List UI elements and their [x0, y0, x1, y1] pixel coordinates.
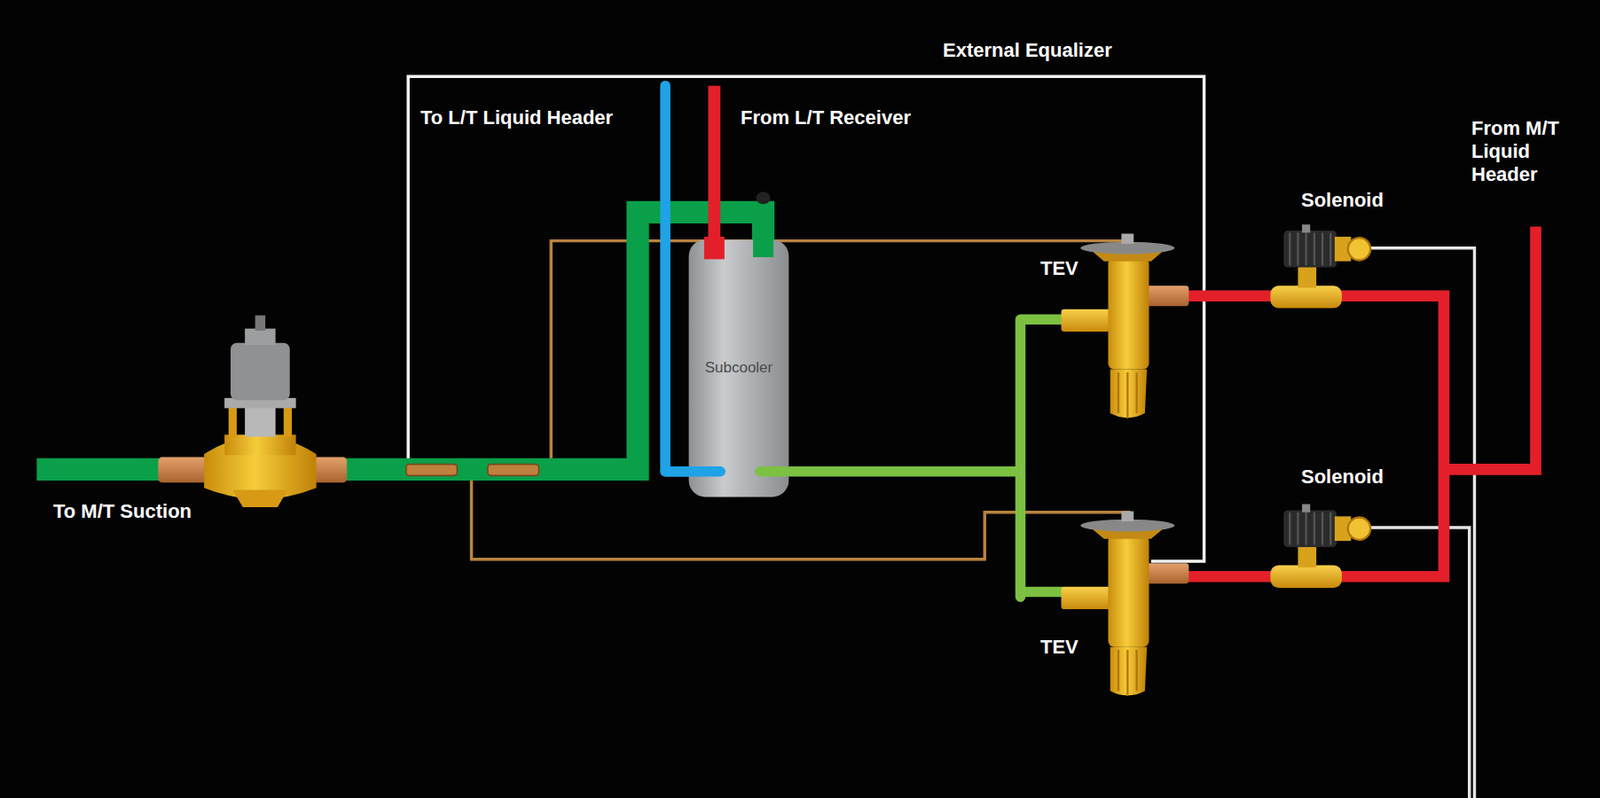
component-label: Solenoid	[1299, 465, 1386, 489]
coil-rib	[1296, 512, 1299, 546]
coil-rib	[1288, 512, 1291, 546]
pipe-part	[1107, 534, 1149, 648]
pipe-part	[1283, 230, 1337, 267]
pipe-part	[244, 329, 276, 346]
pipe-part	[665, 466, 721, 478]
pipe-part	[1061, 587, 1111, 610]
pipe-part	[1121, 511, 1134, 523]
vessel-node: Subcooler	[689, 239, 790, 497]
pipe-part	[406, 464, 458, 477]
pipe-part	[487, 464, 540, 477]
pipe-part	[1283, 509, 1337, 547]
expansion-valve	[1061, 511, 1190, 697]
pipe-part	[1061, 309, 1111, 332]
pipe-part	[1270, 285, 1342, 308]
expansion-valve	[1061, 234, 1190, 419]
pipe-part	[244, 404, 276, 438]
coil-rib	[1305, 512, 1308, 546]
pipe-part	[228, 404, 237, 438]
pipe-part	[1301, 224, 1310, 233]
pipe-part	[1443, 226, 1537, 470]
pipe-part	[283, 404, 292, 438]
coil-rib	[1313, 232, 1316, 266]
pipe-part	[1367, 248, 1475, 798]
coil-rib	[1288, 232, 1291, 266]
pipe-part	[1184, 296, 1444, 577]
pipe-part	[157, 457, 207, 484]
capillary-tube	[471, 241, 1131, 560]
lt-liquid-in-line	[707, 86, 721, 261]
solenoid-wire	[1367, 248, 1475, 798]
suction-line	[36, 211, 763, 470]
coil-rib	[1321, 512, 1324, 546]
pipe-part	[407, 76, 1204, 562]
subcooler-feed-line	[760, 319, 1064, 597]
pipe-part	[1348, 237, 1371, 260]
pipe-part	[1107, 257, 1149, 370]
coil-rib	[1329, 512, 1332, 546]
pipe-part	[1110, 369, 1147, 419]
mt-liquid-line	[1184, 226, 1537, 577]
pipe-part	[1289, 512, 1331, 546]
pipe-part	[255, 315, 267, 331]
vessel-label: Subcooler	[705, 359, 774, 377]
pipe-part	[689, 239, 790, 497]
pipe-part	[1289, 232, 1331, 266]
coil-rib	[1296, 232, 1299, 266]
pipe-part	[1348, 517, 1371, 541]
pipe-part	[1118, 372, 1138, 419]
pipe-part	[1110, 647, 1147, 697]
solenoid-valve	[1270, 504, 1371, 589]
pressure-regulator-valve	[157, 315, 347, 508]
pipe-part	[1367, 527, 1470, 798]
component-label: Solenoid	[1299, 188, 1386, 212]
pipe-part	[1301, 504, 1310, 513]
pipe-part	[471, 471, 1131, 560]
pipe-label: From M/T Liquid Header	[1469, 117, 1573, 187]
pipe-part	[752, 236, 774, 258]
component-label: TEV	[1038, 257, 1081, 281]
pipe-part	[230, 343, 291, 400]
pipe-part	[1118, 650, 1138, 697]
pipe-part	[36, 458, 173, 481]
component-label: TEV	[1038, 635, 1081, 659]
coil-rib	[1321, 232, 1324, 266]
subcooler-vessel	[665, 191, 789, 497]
pipe-part	[1270, 565, 1342, 589]
pipe-part	[760, 466, 786, 478]
external-equalizer-line	[407, 76, 1204, 562]
pipe-part	[1145, 563, 1189, 584]
pipe-part	[224, 434, 297, 455]
coil-rib	[1329, 232, 1332, 266]
pipe-part	[1121, 234, 1134, 245]
pipe-part	[756, 191, 771, 204]
pipe-part	[704, 236, 725, 259]
pipe-label: To M/T Suction	[51, 500, 194, 524]
pipe-part	[1145, 285, 1189, 306]
pipe-label: To L/T Liquid Header	[418, 106, 615, 130]
solenoid-valve	[1270, 224, 1371, 308]
coil-rib	[1305, 232, 1308, 266]
pipe-label: From L/T Receiver	[738, 106, 913, 130]
pipe-part	[232, 489, 288, 508]
coil-rib	[1313, 512, 1316, 546]
sensing-bulb	[406, 464, 540, 477]
equalizer-label: External Equalizer	[941, 39, 1114, 63]
